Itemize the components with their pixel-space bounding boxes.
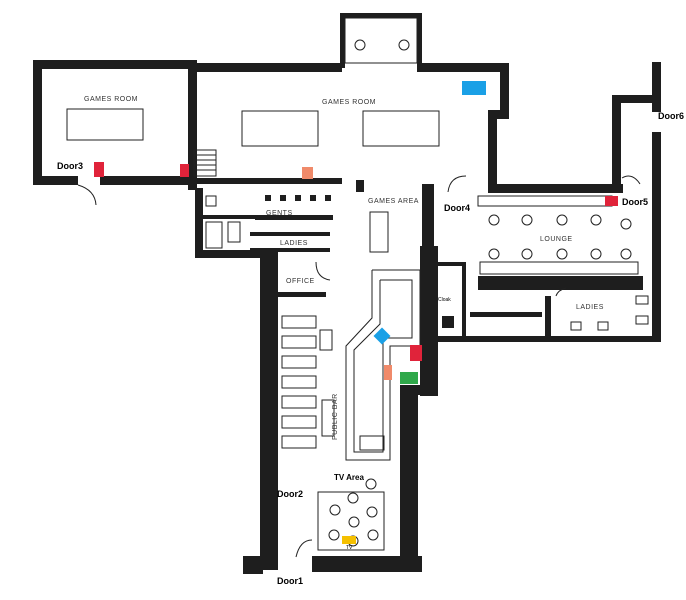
green-marker-bar [400,372,418,384]
door2-label: Door2 [277,489,304,499]
red-marker-door3 [94,162,104,177]
room-label-ladies-left: LADIES [280,240,308,247]
tv-label: TV [346,545,353,551]
room-label-gents: GENTS [266,210,293,217]
room-label-games-room-left: GAMES ROOM [84,96,139,103]
room-label-games-area: GAMES AREA [368,198,419,205]
walls [33,13,661,574]
red-marker-door5 [605,196,618,206]
room-label-public-bar: PUBLIC BAR [332,393,339,440]
door4-label: Door4 [444,203,471,213]
room-label-tv-area: TV Area [334,473,364,482]
salmon-marker-games-room [302,167,313,179]
room-label-games-room-main: GAMES ROOM [322,99,377,106]
blue-marker-games-room [462,81,486,95]
salmon-marker-bar [384,365,392,380]
room-label-ladies-right: LADIES [576,304,604,311]
cloak-label: Cloak [438,297,451,303]
gents-fixtures [265,180,454,328]
room-label-lounge: LOUNGE [540,236,573,243]
red-marker-games-room [180,164,189,177]
door3-label: Door3 [57,161,84,171]
door5-label: Door5 [622,197,649,207]
red-marker-bar [410,345,422,361]
door1-label: Door1 [277,576,304,586]
room-label-office: OFFICE [286,278,315,285]
tv-marker [342,536,356,544]
blue-marker-bar [373,327,391,345]
door6-label: Door6 [658,111,685,121]
markers [94,81,618,544]
